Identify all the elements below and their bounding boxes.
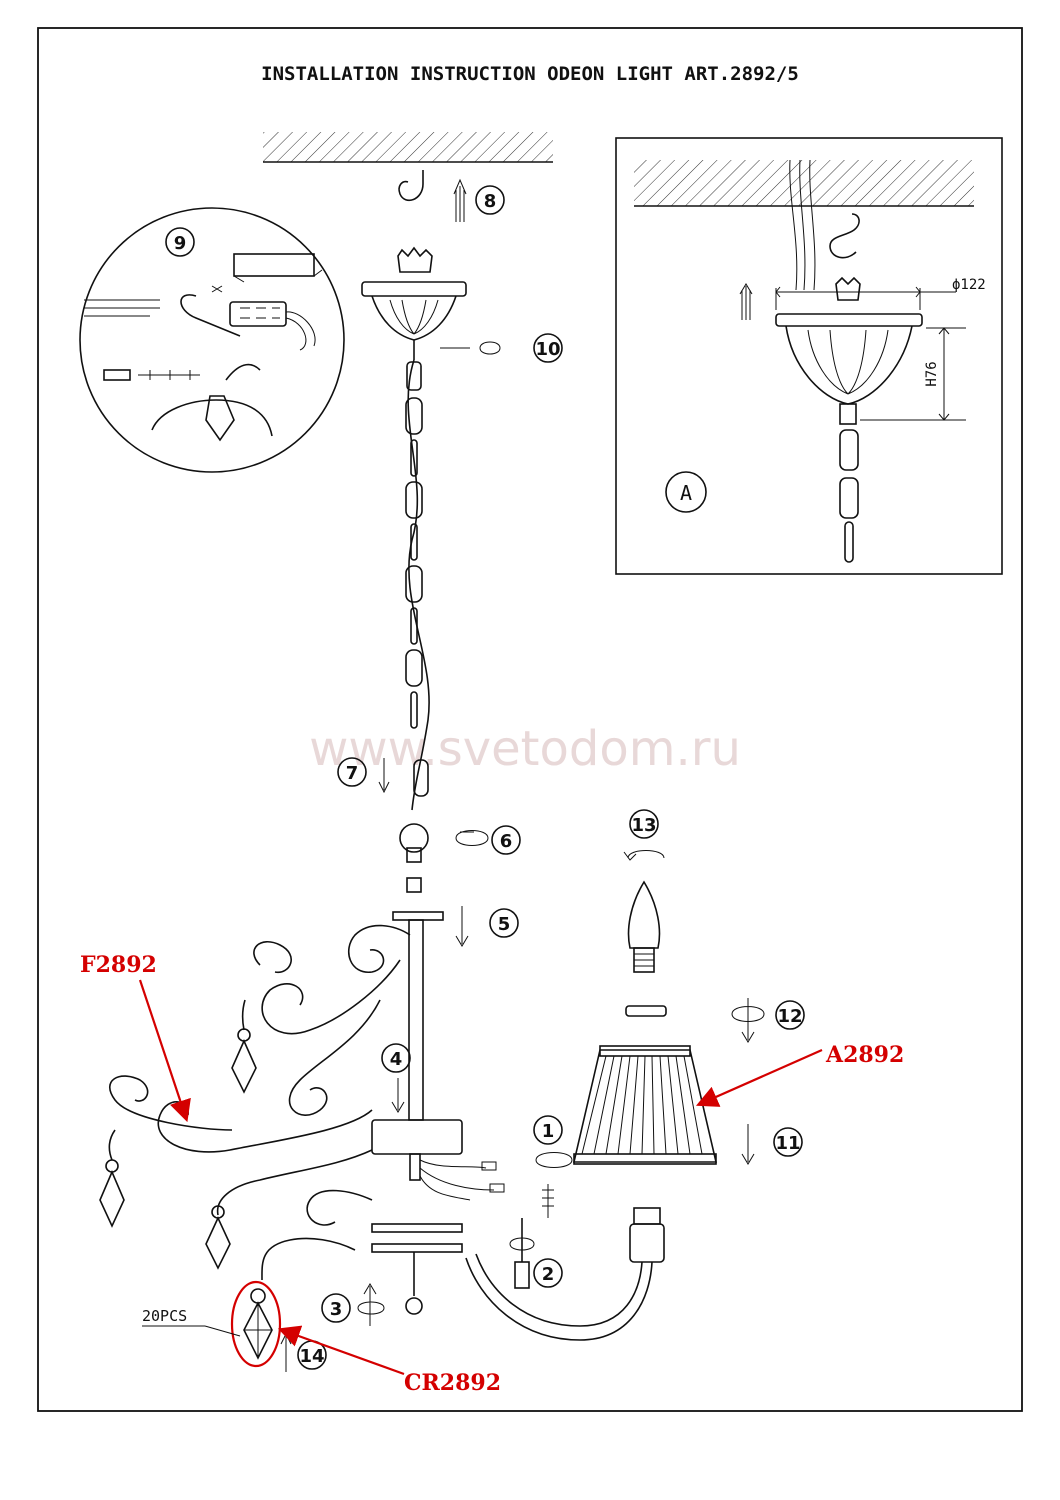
canopy xyxy=(361,246,467,360)
step-8-marker: 8 xyxy=(475,185,505,215)
wire-connector xyxy=(481,1161,497,1171)
step-12-marker: 12 xyxy=(775,1000,805,1030)
wires xyxy=(419,1159,495,1201)
diameter-dimension: ϕ122 xyxy=(952,277,986,293)
watermark: www.svetodom.ru xyxy=(309,721,741,777)
crystal-pointer xyxy=(277,1325,405,1376)
power-cable xyxy=(407,359,430,811)
svg-text:6: 6 xyxy=(500,831,513,852)
frame-part-code: F2892 xyxy=(80,952,157,978)
screw-rotate-icon xyxy=(440,341,501,355)
step-3-marker: 3 xyxy=(321,1293,351,1323)
wire-connector xyxy=(489,1183,505,1193)
svg-text:4: 4 xyxy=(390,1049,403,1070)
crystal-part-code: CR2892 xyxy=(404,1370,501,1396)
rotate-icon xyxy=(535,1152,573,1168)
crystal-quantity: 20PCS xyxy=(142,1307,187,1325)
step-7-marker: 7 xyxy=(337,757,367,787)
detail-a-label: A xyxy=(680,481,692,505)
page-border xyxy=(37,27,1023,1412)
page-title: INSTALLATION INSTRUCTION ODEON LIGHT ART… xyxy=(261,63,799,85)
shade-ring xyxy=(625,1005,667,1017)
step-11-marker: 11 xyxy=(773,1127,803,1157)
arrow-down-icon xyxy=(391,1078,405,1113)
step-2-marker: 2 xyxy=(533,1258,563,1288)
svg-text:12: 12 xyxy=(777,1006,802,1027)
svg-text:2: 2 xyxy=(542,1264,555,1285)
lamp-shade xyxy=(572,1045,718,1165)
svg-text:13: 13 xyxy=(631,815,656,836)
arrow-up-icon xyxy=(280,1332,292,1372)
step-9-marker: 9 xyxy=(165,227,195,257)
rotate-icon xyxy=(455,830,489,846)
step-5-marker: 5 xyxy=(489,908,519,938)
step-4-marker: 4 xyxy=(381,1043,411,1073)
lamp-arm xyxy=(465,1207,665,1341)
step-13-marker: 13 xyxy=(629,809,659,839)
height-dimension: H76 xyxy=(924,361,940,386)
shade-pointer xyxy=(695,1048,823,1107)
arrow-down-icon xyxy=(378,758,390,794)
detail-box-a xyxy=(615,137,1003,575)
rotate-down-icon xyxy=(731,998,765,1043)
ceiling xyxy=(263,132,553,163)
screw-icon xyxy=(542,1184,554,1218)
arrow-down-icon xyxy=(741,1124,755,1165)
svg-text:3: 3 xyxy=(330,1299,343,1320)
svg-text:1: 1 xyxy=(542,1121,555,1142)
arrow-up-icon xyxy=(453,178,467,222)
rotate-icon xyxy=(623,850,665,861)
chain xyxy=(405,361,429,797)
svg-text:14: 14 xyxy=(299,1346,324,1367)
detail-wiring-circle xyxy=(79,207,345,473)
svg-text:10: 10 xyxy=(535,339,560,360)
decorative-frame xyxy=(108,924,411,1281)
frame-crystals xyxy=(99,1028,257,1270)
svg-text:9: 9 xyxy=(174,233,187,254)
arrow-down-icon xyxy=(455,906,469,947)
central-stem xyxy=(371,911,463,1315)
candle-bulb xyxy=(627,880,661,973)
svg-text:5: 5 xyxy=(498,914,511,935)
frame-pointer xyxy=(138,979,191,1123)
rotate-up-icon xyxy=(357,1283,385,1326)
step-10-marker: 10 xyxy=(533,333,563,363)
crystal-pendant xyxy=(230,1280,282,1368)
hanging-loop xyxy=(399,823,429,893)
svg-text:7: 7 xyxy=(346,763,359,784)
step-1-marker: 1 xyxy=(533,1115,563,1145)
svg-text:11: 11 xyxy=(775,1133,800,1154)
shade-part-code: A2892 xyxy=(825,1042,904,1068)
ceiling-hook xyxy=(398,170,424,202)
svg-text:8: 8 xyxy=(484,191,497,212)
step-6-marker: 6 xyxy=(491,825,521,855)
step-2-screw xyxy=(509,1218,535,1289)
